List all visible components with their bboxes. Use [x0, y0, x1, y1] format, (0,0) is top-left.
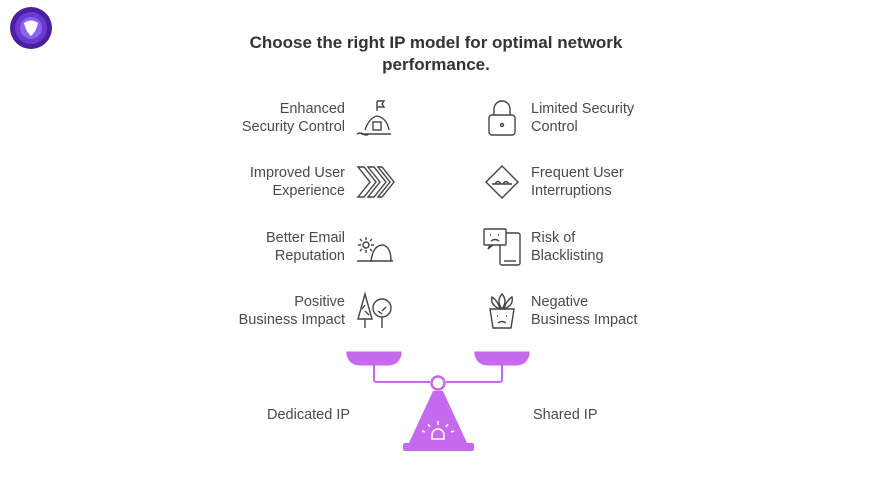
warning-diamond-icon — [482, 162, 522, 202]
balance-scale-icon — [346, 351, 530, 451]
castle-flag-icon — [355, 98, 395, 138]
sunrise-icon — [355, 227, 395, 267]
title-line-1: Choose the right IP model for optimal ne… — [249, 33, 623, 52]
sad-phone-icon — [482, 227, 522, 267]
fast-forward-icon — [355, 162, 395, 202]
trees-icon — [355, 291, 395, 331]
shared-ip-label: Shared IP — [533, 407, 598, 423]
page-title: Choose the right IP model for optimal ne… — [200, 32, 672, 76]
padlock-icon — [482, 98, 522, 138]
title-line-2: performance. — [382, 55, 490, 74]
wilted-plant-icon — [482, 291, 522, 331]
dedicated-ip-label: Dedicated IP — [267, 407, 351, 423]
logo-icon — [9, 6, 53, 50]
right-pan — [474, 351, 530, 366]
left-pan — [346, 351, 402, 366]
